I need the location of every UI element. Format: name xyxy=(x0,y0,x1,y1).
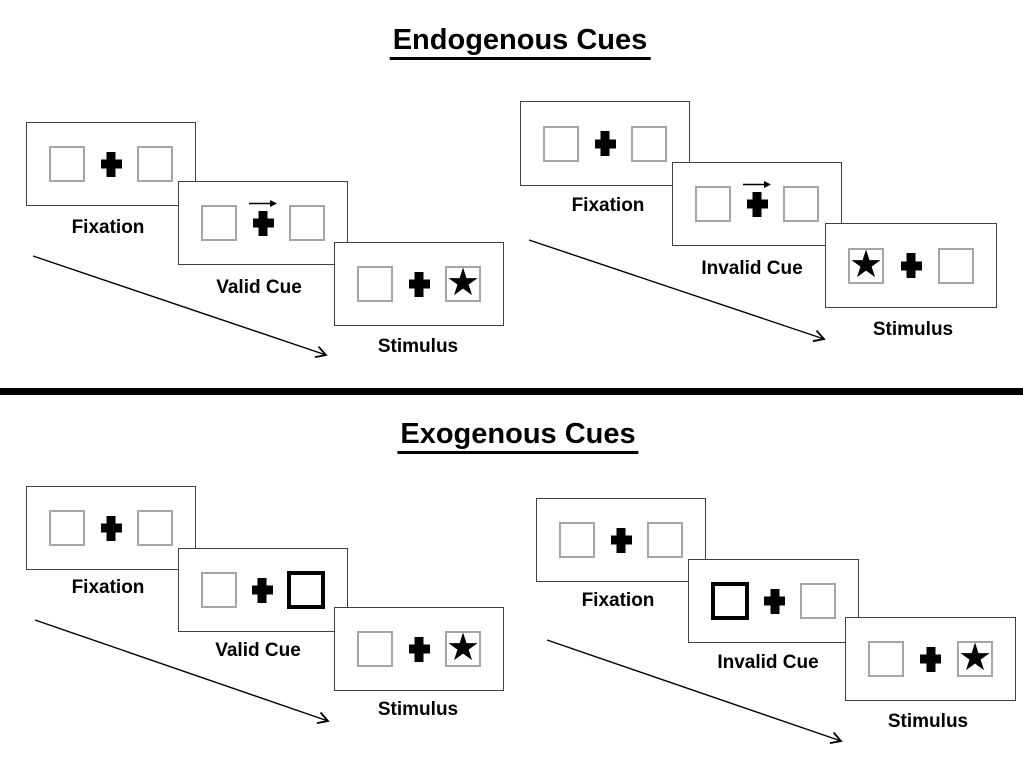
placeholder-box-left xyxy=(49,146,85,182)
placeholder-box-right xyxy=(938,247,974,284)
frame-endogenous-valid-stimulus: ★ xyxy=(334,242,504,326)
frame-label-invalid-cue: Invalid Cue xyxy=(717,652,819,673)
fixation-cross-icon xyxy=(101,516,122,541)
timeline-arrow-endogenous-valid xyxy=(32,255,328,359)
highlighted-cue-box-right xyxy=(287,571,325,609)
target-box-right: ★ xyxy=(445,262,481,304)
frame-exogenous-valid-cue xyxy=(178,548,348,632)
fixation-cross-icon xyxy=(901,253,922,278)
frame-label-stimulus: Stimulus xyxy=(377,336,459,357)
fixation-cross-icon xyxy=(595,131,616,156)
fixation-cross-icon xyxy=(409,637,430,662)
frame-exogenous-invalid-cue xyxy=(688,559,859,643)
frame-endogenous-invalid-cue xyxy=(672,162,842,246)
placeholder-box-left xyxy=(357,266,393,302)
fixation-cross-icon xyxy=(409,272,430,297)
section-title-endogenous: Endogenous Cues xyxy=(389,24,651,60)
target-star-icon: ★ xyxy=(957,637,993,679)
frame-endogenous-valid-cue xyxy=(178,181,348,265)
placeholder-box-left xyxy=(559,522,595,558)
placeholder-box-right xyxy=(289,205,325,241)
frame-endogenous-invalid-stimulus: ★ xyxy=(825,223,997,308)
fixation-cross-icon xyxy=(101,152,122,177)
placeholder-box-left xyxy=(868,641,904,677)
fixation-cross-icon xyxy=(252,578,273,603)
placeholder-box-right xyxy=(647,522,683,558)
target-star-icon: ★ xyxy=(445,262,481,304)
frame-exogenous-valid-stimulus: ★ xyxy=(334,607,504,691)
placeholder-box-right xyxy=(800,583,836,619)
frame-exogenous-invalid-fixation xyxy=(536,498,706,582)
frame-exogenous-valid-fixation xyxy=(26,486,196,570)
cue-right-arrow-icon xyxy=(743,181,771,188)
placeholder-box-right xyxy=(631,125,667,162)
timeline-arrow-exogenous-valid xyxy=(34,619,330,724)
cue-right-arrow-icon xyxy=(249,200,277,207)
placeholder-box-right xyxy=(783,186,819,222)
target-star-icon: ★ xyxy=(445,627,481,669)
frame-exogenous-invalid-stimulus: ★ xyxy=(845,617,1016,701)
frame-label-invalid-cue: Invalid Cue xyxy=(701,258,803,279)
timeline-arrow-endogenous-invalid xyxy=(528,239,826,343)
target-box-right: ★ xyxy=(445,627,481,669)
placeholder-box-left xyxy=(201,205,237,241)
fixation-cross-icon xyxy=(253,211,274,236)
frame-label-fixation: Fixation xyxy=(71,217,145,238)
frame-label-stimulus: Stimulus xyxy=(872,319,954,340)
frame-label-stimulus: Stimulus xyxy=(887,711,969,732)
fixation-cross-icon xyxy=(611,528,632,553)
frame-endogenous-invalid-fixation xyxy=(520,101,690,186)
frame-label-fixation: Fixation xyxy=(581,590,655,611)
frame-label-stimulus: Stimulus xyxy=(377,699,459,720)
placeholder-box-left xyxy=(201,572,237,608)
target-box-left: ★ xyxy=(848,243,884,286)
fixation-cross-icon xyxy=(764,589,785,614)
placeholder-box-right xyxy=(137,510,173,546)
highlighted-cue-box-left xyxy=(711,582,749,620)
fixation-cross-icon xyxy=(920,647,941,672)
frame-label-valid-cue: Valid Cue xyxy=(215,640,301,661)
placeholder-box-left xyxy=(357,631,393,667)
target-star-icon: ★ xyxy=(848,243,884,286)
placeholder-box-right xyxy=(137,146,173,182)
frame-label-fixation: Fixation xyxy=(71,577,145,598)
placeholder-box-left xyxy=(695,186,731,222)
frame-label-valid-cue: Valid Cue xyxy=(216,277,302,298)
section-divider xyxy=(0,388,1023,395)
frame-label-fixation: Fixation xyxy=(571,195,645,216)
placeholder-box-left xyxy=(49,510,85,546)
fixation-cross-icon xyxy=(747,192,768,217)
placeholder-box-left xyxy=(543,125,579,162)
target-box-right: ★ xyxy=(957,637,993,679)
section-title-exogenous: Exogenous Cues xyxy=(397,418,639,454)
frame-endogenous-valid-fixation xyxy=(26,122,196,206)
